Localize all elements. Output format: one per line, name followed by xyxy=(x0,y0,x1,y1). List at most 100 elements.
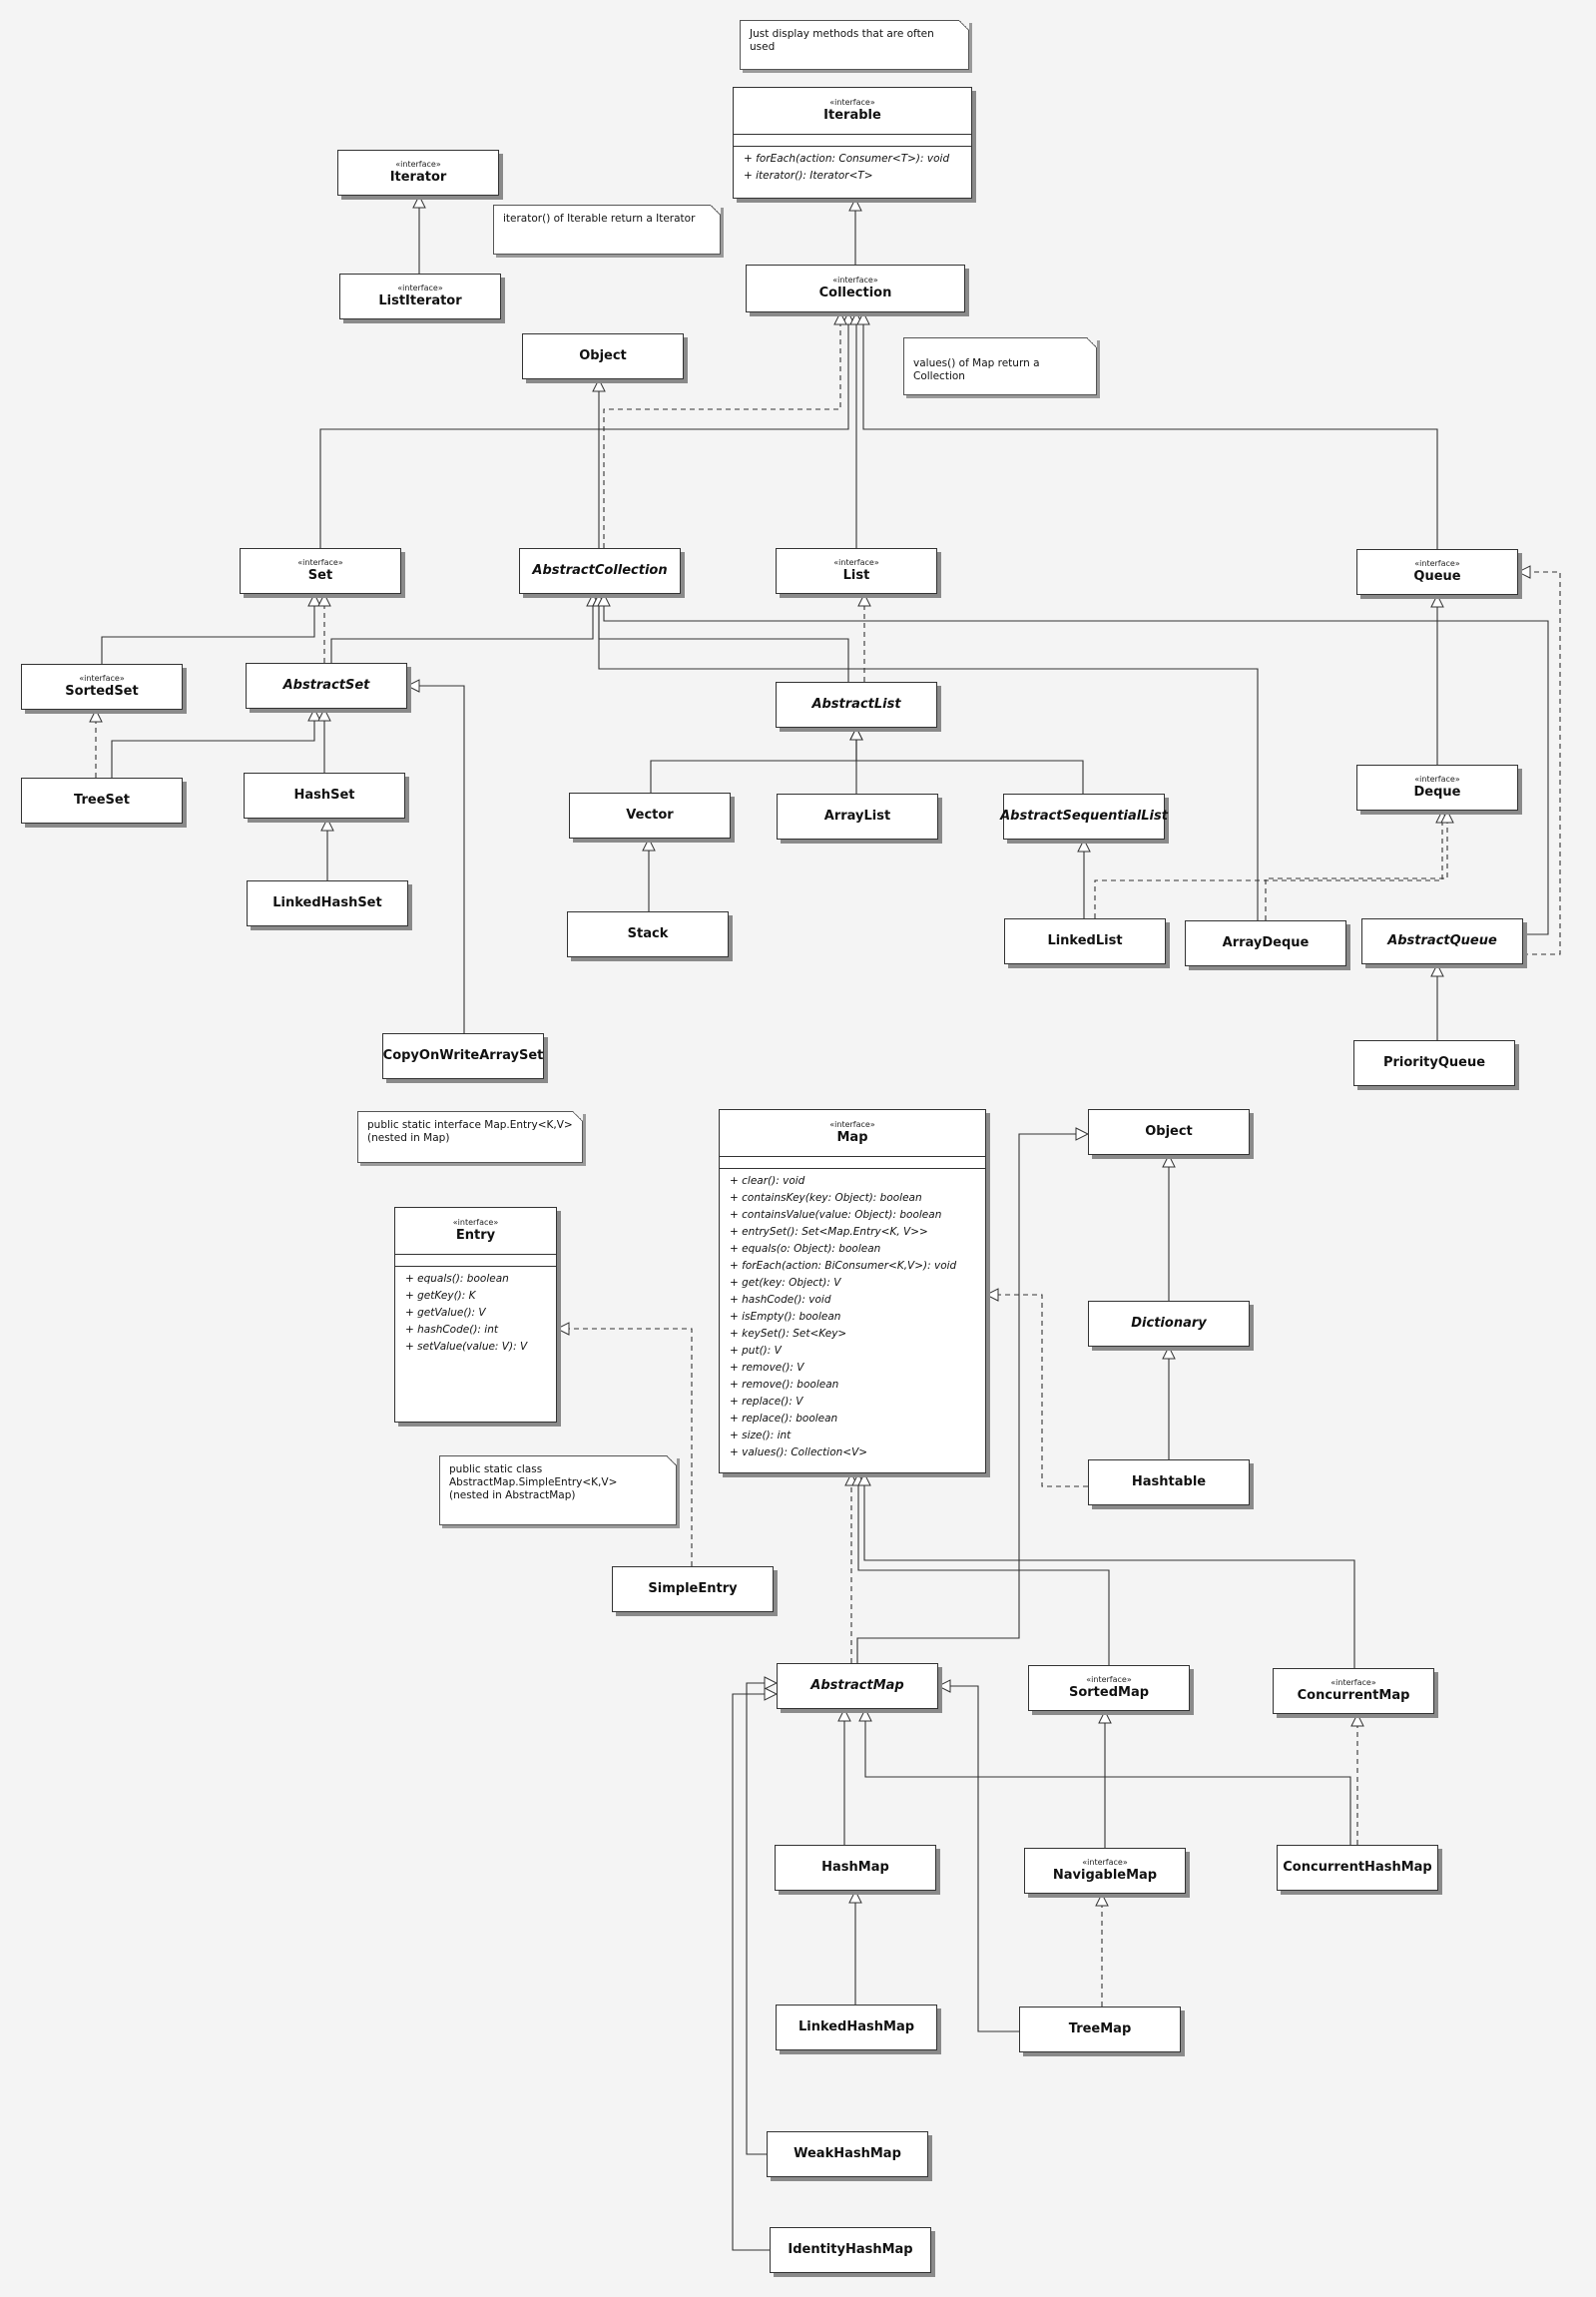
interface-set[interactable]: «interface»Set xyxy=(240,548,401,594)
class-tree-map[interactable]: TreeMap xyxy=(1019,2007,1181,2052)
method: + containsValue(value: Object): boolean xyxy=(730,1209,942,1221)
class-simple-entry[interactable]: SimpleEntry xyxy=(612,1566,774,1612)
note-iterator: iterator() of Iterable return a Iterator xyxy=(493,205,721,255)
stereotype-label: «interface» xyxy=(832,276,878,285)
class-name: Entry xyxy=(455,1228,496,1243)
class-object-top[interactable]: Object xyxy=(522,333,684,379)
method-list: + equals(): boolean + getKey(): K + getV… xyxy=(395,1267,556,1356)
class-name: LinkedList xyxy=(1047,933,1123,948)
method: + setValue(value: V): V xyxy=(405,1341,528,1353)
class-name: AbstractQueue xyxy=(1387,933,1497,948)
interface-sorted-set[interactable]: «interface»SortedSet xyxy=(21,664,183,710)
stereotype-label: «interface» xyxy=(1414,559,1460,568)
relationship-array-deque-implements-deque xyxy=(1265,811,1447,920)
method: + entrySet(): Set<Map.Entry<K, V>> xyxy=(730,1226,928,1238)
class-weak-hash-map[interactable]: WeakHashMap xyxy=(767,2131,928,2177)
interface-entry[interactable]: «interface»Entry + equals(): boolean + g… xyxy=(394,1207,557,1423)
class-stack[interactable]: Stack xyxy=(567,911,729,957)
class-name: PriorityQueue xyxy=(1382,1055,1486,1070)
method: + replace(): V xyxy=(730,1396,803,1408)
class-dictionary[interactable]: Dictionary xyxy=(1088,1301,1250,1347)
note-simple-entry: public static class AbstractMap.SimpleEn… xyxy=(439,1455,677,1525)
class-linked-hash-set[interactable]: LinkedHashSet xyxy=(247,880,408,926)
class-name: Vector xyxy=(626,808,674,823)
class-abstract-list[interactable]: AbstractList xyxy=(776,682,937,728)
method: + forEach(action: BiConsumer<K,V>): void xyxy=(730,1260,957,1272)
relationship-sorted-map-extends-map xyxy=(858,1473,1110,1665)
class-name: ConcurrentMap xyxy=(1297,1688,1410,1703)
class-priority-queue[interactable]: PriorityQueue xyxy=(1353,1040,1515,1086)
relationship-weak-hash-map-extends-abstract-map xyxy=(746,1683,777,2155)
class-abstract-collection[interactable]: AbstractCollection xyxy=(519,548,681,594)
method: + forEach(action: Consumer<T>): void xyxy=(744,153,950,165)
method: + equals(): boolean xyxy=(405,1273,509,1285)
class-vector[interactable]: Vector xyxy=(569,793,731,839)
relationship-abstract-collection-implements-collection xyxy=(603,312,840,548)
class-identity-hash-map[interactable]: IdentityHashMap xyxy=(770,2227,931,2273)
class-name: List xyxy=(842,568,870,583)
class-linked-list[interactable]: LinkedList xyxy=(1004,918,1166,964)
class-name: ArrayList xyxy=(823,809,891,824)
stereotype-label: «interface» xyxy=(833,558,879,567)
method-list: + clear(): void + containsKey(key: Objec… xyxy=(720,1169,985,1461)
class-collection[interactable]: «interface»Collection xyxy=(746,265,965,312)
relationship-abstract-sequential-list-extends-abstract-list xyxy=(856,728,1084,794)
class-name: ArrayDeque xyxy=(1222,935,1310,950)
class-hash-set[interactable]: HashSet xyxy=(244,773,405,819)
stereotype-label: «interface» xyxy=(297,558,343,567)
class-name: Deque xyxy=(1413,785,1461,800)
class-name: SortedMap xyxy=(1068,1685,1150,1700)
stereotype-label: «interface» xyxy=(1414,775,1460,784)
class-object-map[interactable]: Object xyxy=(1088,1109,1250,1155)
class-abstract-map[interactable]: AbstractMap xyxy=(777,1663,938,1709)
class-hash-map[interactable]: HashMap xyxy=(775,1845,936,1891)
class-name: AbstractMap xyxy=(810,1678,904,1693)
stereotype-label: «interface» xyxy=(829,1120,875,1129)
method: + values(): Collection<V> xyxy=(730,1446,868,1458)
class-name: Queue xyxy=(1413,569,1461,584)
class-name: Stack xyxy=(627,926,669,941)
class-name: Hashtable xyxy=(1131,1474,1207,1489)
class-array-list[interactable]: ArrayList xyxy=(777,794,938,840)
class-tree-set[interactable]: TreeSet xyxy=(21,778,183,824)
attribute-compartment xyxy=(734,135,971,147)
class-abstract-queue[interactable]: AbstractQueue xyxy=(1361,918,1523,964)
class-name: HashSet xyxy=(293,788,355,803)
class-name: IdentityHashMap xyxy=(788,2242,913,2257)
interface-navigable-map[interactable]: «interface»NavigableMap xyxy=(1024,1848,1186,1894)
relationship-array-deque-extends-abstract-collection xyxy=(599,594,1259,920)
method: + keySet(): Set<Key> xyxy=(730,1328,847,1340)
method: + getKey(): K xyxy=(405,1290,476,1302)
stereotype-label: «interface» xyxy=(1086,1675,1132,1684)
attribute-compartment xyxy=(395,1255,556,1267)
interface-queue[interactable]: «interface»Queue xyxy=(1356,549,1518,595)
stereotype-label: «interface» xyxy=(79,674,125,683)
class-name: ConcurrentHashMap xyxy=(1283,1860,1432,1875)
class-linked-hash-map[interactable]: LinkedHashMap xyxy=(776,2005,937,2050)
class-name: AbstractSequentialList xyxy=(1000,809,1168,824)
class-name: AbstractList xyxy=(811,697,901,712)
class-iterator[interactable]: «interface»Iterator xyxy=(337,150,499,196)
class-hashtable[interactable]: Hashtable xyxy=(1088,1459,1250,1505)
class-list-iterator[interactable]: «interface»ListIterator xyxy=(339,274,501,319)
class-name: Map xyxy=(836,1130,868,1145)
interface-concurrent-map[interactable]: «interface»ConcurrentMap xyxy=(1273,1668,1434,1714)
class-name: Iterator xyxy=(389,170,447,185)
class-copy-on-write-array-set[interactable]: CopyOnWriteArraySet xyxy=(382,1033,544,1079)
stereotype-label: «interface» xyxy=(397,284,443,292)
class-array-deque[interactable]: ArrayDeque xyxy=(1185,920,1346,966)
class-abstract-set[interactable]: AbstractSet xyxy=(246,663,407,709)
class-name: LinkedHashMap xyxy=(798,2019,915,2034)
class-name: CopyOnWriteArraySet xyxy=(382,1048,544,1063)
interface-list[interactable]: «interface»List xyxy=(776,548,937,594)
class-name: SortedSet xyxy=(65,684,139,699)
class-name: TreeSet xyxy=(74,793,130,808)
class-iterable[interactable]: «interface»Iterable + forEach(action: Co… xyxy=(733,87,972,199)
class-name: Object xyxy=(1145,1124,1193,1139)
interface-deque[interactable]: «interface»Deque xyxy=(1356,765,1518,811)
interface-map[interactable]: «interface»Map + clear(): void + contain… xyxy=(719,1109,986,1473)
interface-sorted-map[interactable]: «interface»SortedMap xyxy=(1028,1665,1190,1711)
class-abstract-sequential-list[interactable]: AbstractSequentialList xyxy=(1000,794,1168,840)
class-concurrent-hash-map[interactable]: ConcurrentHashMap xyxy=(1277,1845,1438,1891)
